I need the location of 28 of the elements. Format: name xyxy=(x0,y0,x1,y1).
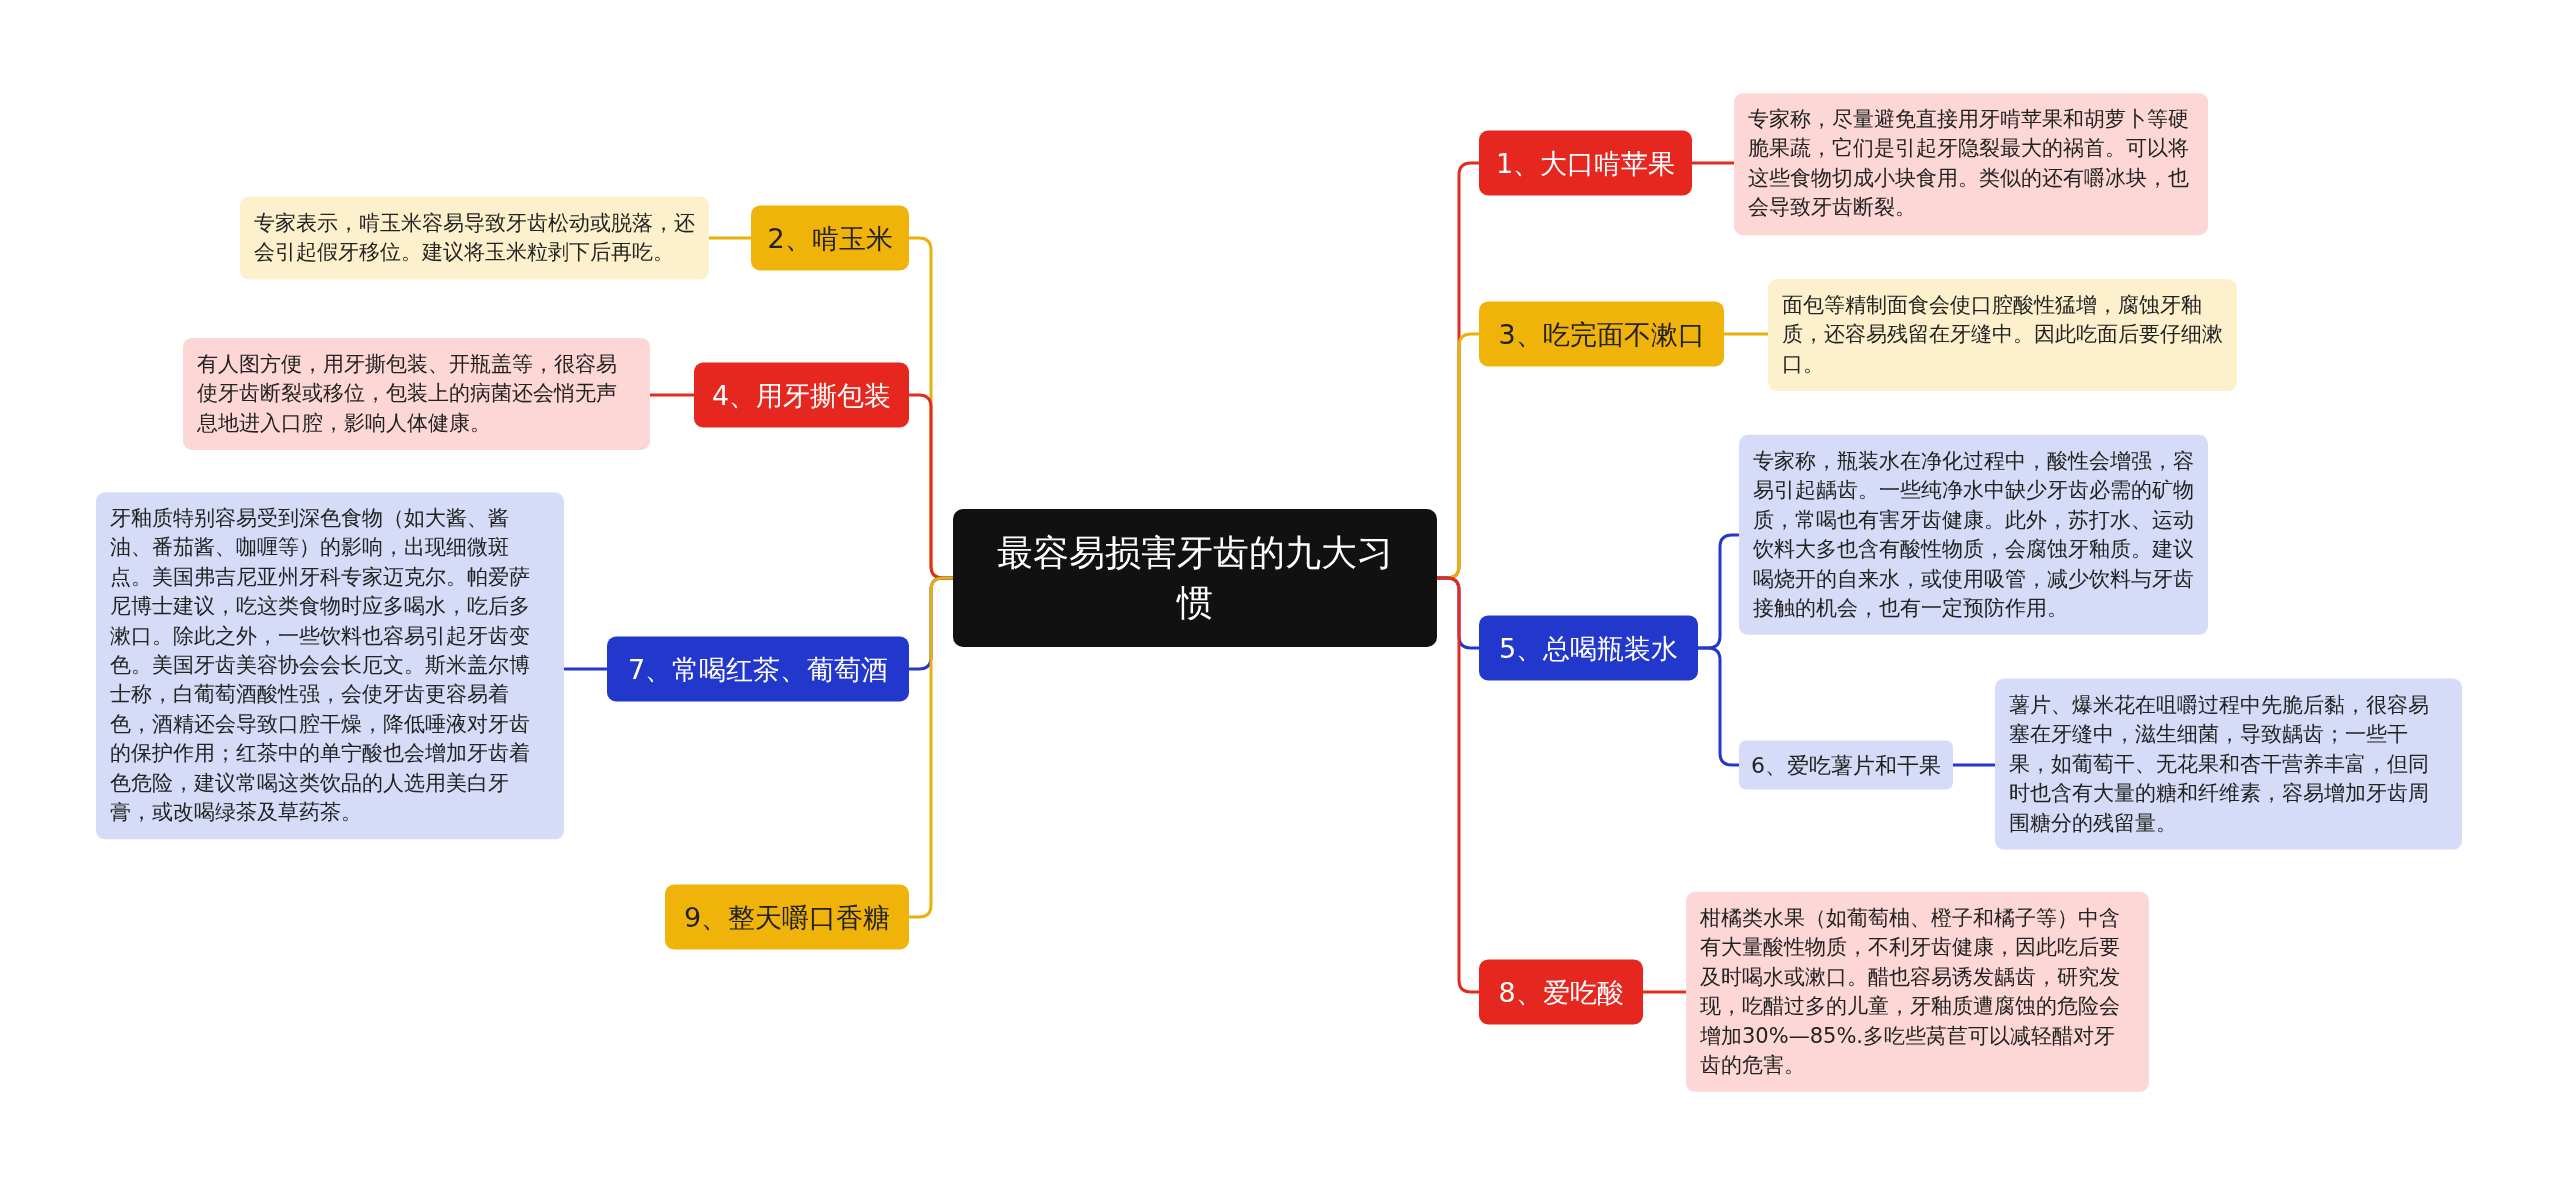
note-box: 柑橘类水果（如葡萄柚、橙子和橘子等）中含有大量酸性物质，不利牙齿健康，因此吃后要及时喝水或漱口。醋也容易诱发龋齿，研究发现，吃醋过多的儿童，牙釉质遭腐蚀的危险会增加30%—85%.多吃些莴苣可以减轻醋对牙齿的危害。 xyxy=(1686,891,2149,1093)
topic-box: 3、吃完面不漱口 xyxy=(1479,301,1724,367)
connector-line xyxy=(709,236,751,240)
connector-line xyxy=(1724,332,1768,336)
central-topic-box: 最容易损害牙齿的九大习惯 xyxy=(953,509,1437,647)
topic-box: 1、大口啃苹果 xyxy=(1479,130,1692,196)
topic-box: 4、用牙撕包装 xyxy=(694,362,909,428)
note-box: 面包等精制面食会使口腔酸性猛增，腐蚀牙釉质，还容易残留在牙缝中。因此吃面后要仔细漱口。 xyxy=(1768,278,2237,392)
note-box: 专家称，瓶装水在净化过程中，酸性会增强，容易引起龋齿。一些纯净水中缺少牙齿必需的矿物质，常喝也有害牙齿健康。此外，苏打水、运动饮料大多也含有酸性物质，会腐蚀牙釉质。建议喝烧开的自来水，或使用吸管，减少饮料与牙齿接触的机会，也有一定预防作用。 xyxy=(1739,434,2208,636)
topic-box: 2、啃玉米 xyxy=(751,205,909,271)
connector-line xyxy=(1692,161,1734,165)
topic-box: 8、爱吃酸 xyxy=(1479,959,1643,1025)
connector-line xyxy=(564,667,607,671)
connector-line xyxy=(650,393,694,397)
connector-line xyxy=(1953,763,1995,767)
note-box: 薯片、爆米花在咀嚼过程中先脆后黏，很容易塞在牙缝中，滋生细菌，导致龋齿；一些干果，如葡萄干、无花果和杏干营养丰富，但同时也含有大量的糖和纤维素，容易增加牙齿周围糖分的残留量。 xyxy=(1995,678,2462,850)
note-box: 牙釉质特别容易受到深色食物（如大酱、酱油、番茄酱、咖喱等）的影响，出现细微斑点。美国弗吉尼亚州牙科专家迈克尔。帕爱萨尼博士建议，吃这类食物时应多喝水，吃后多漱口。除此之外，一些饮料也容易引起牙齿变色。美国牙齿美容协会会长厄文。斯米盖尔博士称，白葡萄酒酸性强，会使牙齿更容易着色，酒精还会导致口腔干燥，降低唾液对牙齿的保护作用；红茶中的单宁酸也会增加牙齿着色危险，建议常喝这类饮品的人选用美白牙膏，或改喝绿茶及草药茶。 xyxy=(96,492,564,840)
connector-line xyxy=(1643,990,1686,994)
topic-box: 5、总喝瓶装水 xyxy=(1479,615,1698,681)
connector-line xyxy=(909,576,953,919)
note-box: 有人图方便，用牙撕包装、开瓶盖等，很容易使牙齿断裂或移位，包装上的病菌还会悄无声息地进入口腔，影响人体健康。 xyxy=(183,337,650,451)
topic-box: 9、整天嚼口香糖 xyxy=(665,884,909,950)
connector-line xyxy=(1698,646,1739,767)
connector-line xyxy=(1437,576,1479,994)
note-box: 专家表示，啃玉米容易导致牙齿松动或脱落，还会引起假牙移位。建议将玉米粒剥下后再吃。 xyxy=(240,196,709,280)
topic-box: 7、常喝红茶、葡萄酒 xyxy=(607,636,909,702)
subtopic-box: 6、爱吃薯片和干果 xyxy=(1739,740,1953,790)
note-box: 专家称，尽量避免直接用牙啃苹果和胡萝卜等硬脆果蔬，它们是引起牙隐裂最大的祸首。可以将这些食物切成小块食用。类似的还有嚼冰块，也会导致牙齿断裂。 xyxy=(1734,93,2208,235)
